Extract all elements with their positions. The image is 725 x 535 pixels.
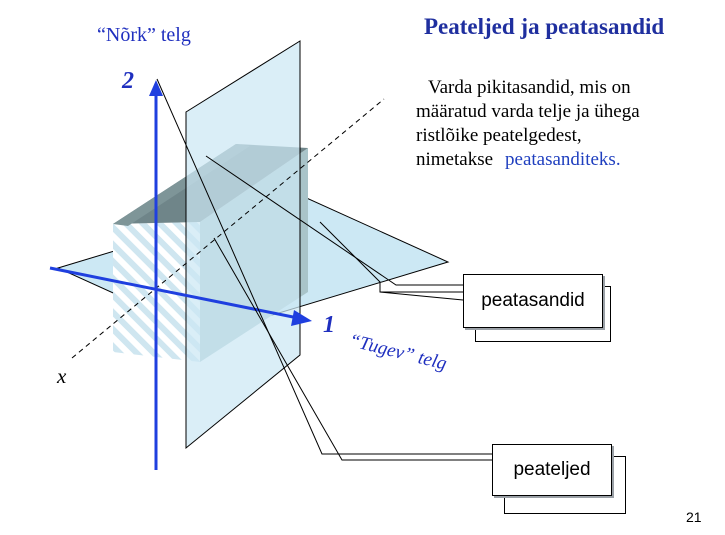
definition-line-2: määratud varda telje ja ühega: [416, 101, 640, 122]
callout-principal-planes: peatasandid: [463, 274, 611, 342]
callout-principal-axes-box: peateljed: [492, 444, 612, 496]
page-title: Peateljed ja peatasandid: [424, 14, 665, 39]
x-axis-label: x: [57, 364, 67, 388]
leader-line-sections-3: [379, 291, 464, 301]
leader-line-flanges-2: [213, 237, 492, 461]
axis-2-label: 2: [122, 68, 134, 94]
leader-line-flanges-1: [156, 78, 492, 455]
definition-line-1: Varda pikitasandid, mis on: [428, 77, 631, 98]
leader-line-sections-1: [205, 155, 463, 286]
axis-1-line: [49, 266, 299, 320]
x-axis-dashed: [71, 98, 385, 359]
axis-1-label: 1: [323, 312, 335, 338]
axis-1-arrowhead: [291, 310, 312, 326]
definition-highlight-term: peatasanditeks.: [505, 149, 621, 170]
definition-text: Varda pikitasandid, mis on määratud vard…: [416, 76, 716, 172]
weak-axis-label: “Nõrk” telg: [97, 24, 191, 46]
definition-line-3: ristlõike peatelgedest,: [416, 125, 582, 146]
callout-principal-planes-label: peatasandid: [481, 290, 585, 311]
page-number: 21: [686, 509, 702, 525]
callout-principal-planes-box: peatasandid: [463, 274, 603, 328]
vertical-principal-plane: [185, 40, 301, 450]
leader-line-sections-2: [319, 221, 463, 293]
definition-line-4: nimetakse peatasanditeks.: [416, 148, 716, 172]
axis-2-arrowhead: [149, 80, 163, 96]
callout-principal-axes-label: peateljed: [513, 459, 591, 480]
callout-principal-axes: peateljed: [492, 444, 626, 514]
definition-line-4-prefix: nimetakse: [416, 149, 494, 170]
